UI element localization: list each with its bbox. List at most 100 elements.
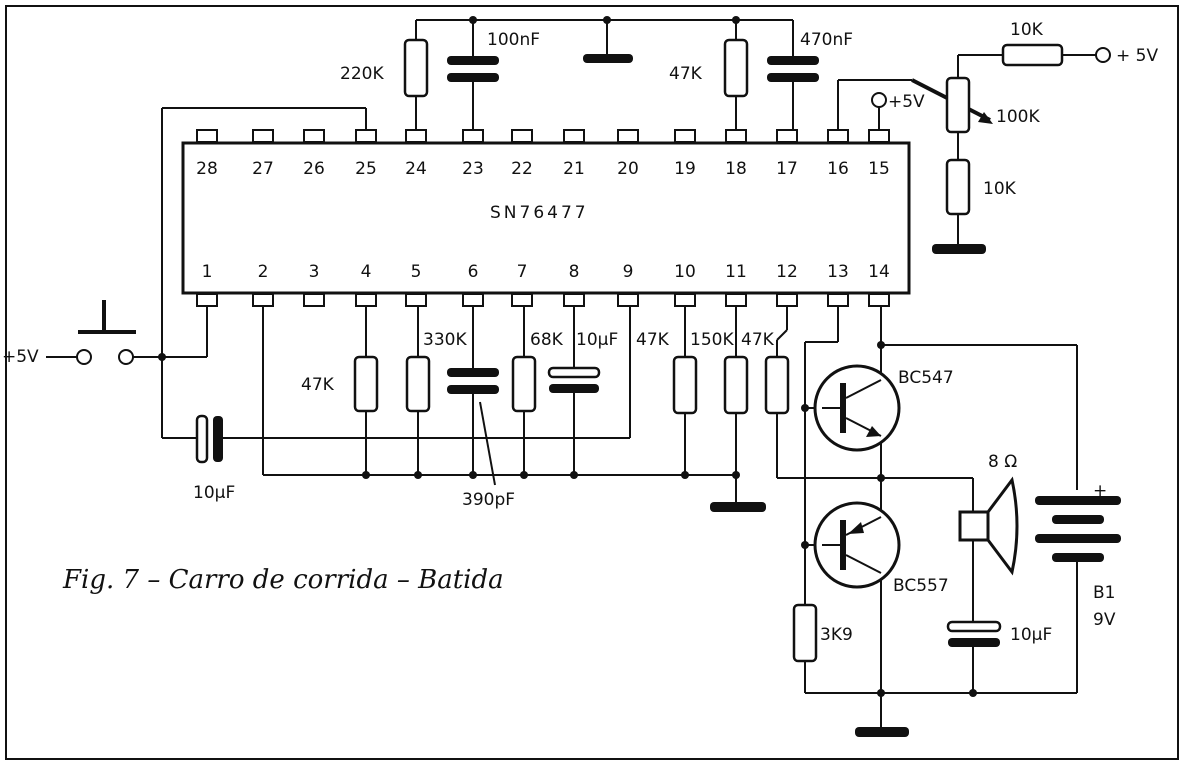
label-47k-pin9: 47K	[636, 330, 670, 350]
battery-b1	[1035, 496, 1121, 562]
capacitor-470nf-plate-b	[767, 73, 819, 82]
top-pin-pad	[827, 129, 849, 143]
resistor-10k-top	[1001, 43, 1064, 67]
bottom-pin-pad	[252, 293, 274, 307]
label-plus: +	[1093, 481, 1107, 501]
bottom-pin-number: 10	[674, 262, 696, 282]
top-pin-pad	[725, 129, 747, 143]
bottom-pin-pad	[827, 293, 849, 307]
bottom-pin-pad	[405, 293, 427, 307]
label-3k9: 3K9	[820, 625, 853, 645]
top-pin-pad	[511, 129, 533, 143]
top-pin-pad	[776, 129, 798, 143]
capacitor-390pf-plate-b	[447, 385, 499, 394]
label-b1: B1	[1093, 583, 1115, 603]
label-47k-top: 47K	[669, 64, 703, 84]
label-47k-pin12: 47K	[741, 330, 775, 350]
ground-symbol-top	[583, 54, 633, 63]
bottom-pin-number: 4	[361, 262, 372, 282]
label-10k-top: 10K	[1010, 20, 1044, 40]
switch-contact-left	[76, 349, 92, 365]
label-bc557: BC557	[893, 576, 949, 596]
bottom-pin-number: 14	[868, 262, 890, 282]
resistor-47k-top	[723, 38, 749, 98]
bottom-pin-pad	[617, 293, 639, 307]
bottom-pin-pad	[303, 293, 325, 307]
bottom-pin-pad	[355, 293, 377, 307]
bottom-pin-number: 13	[827, 262, 849, 282]
label-10k-right: 10K	[983, 179, 1017, 199]
resistor-3k9	[792, 603, 818, 663]
bottom-pin-pad	[196, 293, 218, 307]
top-pin-pad	[563, 129, 585, 143]
capacitor-10uf-left-plate-b	[213, 416, 223, 462]
label-10uf-left: 10µF	[193, 483, 235, 503]
bottom-pin-pad	[776, 293, 798, 307]
transistor-bc557	[813, 501, 901, 589]
bottom-pin-pad	[868, 293, 890, 307]
top-pin-pad	[674, 129, 696, 143]
label-150k: 150K	[690, 330, 734, 350]
capacitor-390pf-plate-a	[447, 368, 499, 377]
frame-border	[5, 5, 1179, 760]
label-390pf: 390pF	[462, 490, 515, 510]
bottom-pin-number: 1	[202, 262, 213, 282]
bottom-pin-pad	[674, 293, 696, 307]
ground-symbol-right	[932, 244, 986, 254]
top-pin-pad	[303, 129, 325, 143]
label-100nf: 100nF	[487, 30, 540, 50]
top-pin-number: 26	[303, 159, 325, 179]
bottom-pin-number: 5	[411, 262, 422, 282]
bottom-pin-number: 7	[517, 262, 528, 282]
capacitor-10uf-left-plate-a	[195, 414, 209, 464]
top-pin-pad	[196, 129, 218, 143]
switch-contact-right	[118, 349, 134, 365]
resistor-47k-pin4	[353, 355, 379, 413]
bottom-pin-number: 3	[309, 262, 320, 282]
top-pin-number: 22	[511, 159, 533, 179]
capacitor-100nf-plate-a	[447, 56, 499, 65]
label-470nf: 470nF	[800, 30, 853, 50]
ground-symbol-output	[855, 727, 909, 737]
resistor-150k	[723, 355, 749, 415]
top-pin-number: 17	[776, 159, 798, 179]
top-pin-number: 28	[196, 159, 218, 179]
label-5v-left: +5V	[2, 347, 39, 367]
label-220k: 220K	[340, 64, 384, 84]
top-pin-number: 18	[725, 159, 747, 179]
label-5v-right: + 5V	[1116, 46, 1158, 66]
top-pin-number: 27	[252, 159, 274, 179]
top-pin-number: 24	[405, 159, 427, 179]
top-pin-number: 16	[827, 159, 849, 179]
ic-body	[181, 141, 911, 295]
top-pin-number: 23	[462, 159, 484, 179]
top-pin-pad	[355, 129, 377, 143]
label-5v-pin15: +5V	[888, 92, 925, 112]
bottom-pin-number: 9	[623, 262, 634, 282]
bottom-pin-number: 6	[468, 262, 479, 282]
top-pin-number: 25	[355, 159, 377, 179]
capacitor-10uf-out-plate-b	[948, 638, 1000, 647]
capacitor-10uf-out-plate-a	[946, 620, 1002, 633]
transistor-bc547	[813, 364, 901, 452]
resistor-330k	[405, 355, 431, 413]
top-pin-pad	[252, 129, 274, 143]
bottom-pin-pad	[725, 293, 747, 307]
resistor-47k-pin9	[672, 355, 698, 415]
label-10uf-pin8: 10µF	[576, 330, 618, 350]
terminal-5v-right	[1095, 47, 1111, 63]
bottom-pin-number: 11	[725, 262, 747, 282]
terminal-5v-pin15	[871, 92, 887, 108]
capacitor-100nf-plate-b	[447, 73, 499, 82]
top-pin-number: 21	[563, 159, 585, 179]
potentiometer-100k	[945, 76, 971, 134]
label-100k-pot: 100K	[996, 107, 1040, 127]
top-pin-pad	[405, 129, 427, 143]
label-9v: 9V	[1093, 610, 1116, 630]
capacitor-10uf-pin8-plate-b	[549, 384, 599, 393]
figure-caption: Fig. 7 – Carro de corrida – Batida	[62, 565, 504, 595]
label-68k: 68K	[530, 330, 564, 350]
